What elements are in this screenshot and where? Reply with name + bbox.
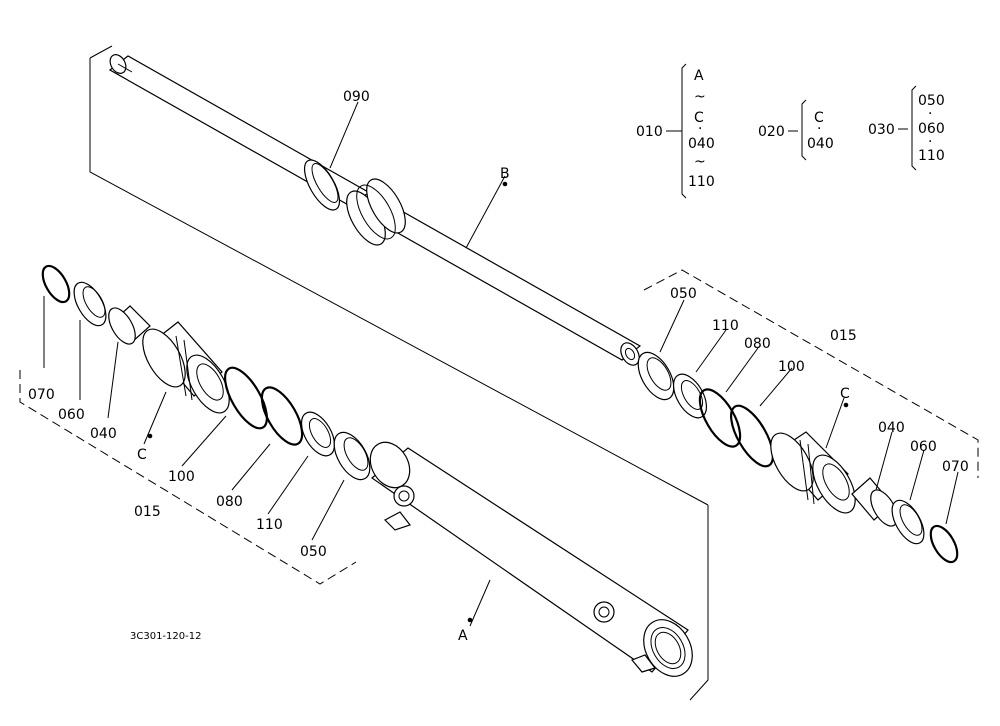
left-part-060-seal bbox=[73, 281, 107, 327]
label-left-110: 110 bbox=[256, 517, 283, 533]
left-part-c-gland bbox=[142, 321, 230, 414]
label-left-060: 060 bbox=[58, 407, 85, 423]
kit-group-020: 020 C · 040 bbox=[758, 99, 834, 161]
label-right-110: 110 bbox=[712, 318, 739, 334]
kit-010-item-4: · bbox=[698, 121, 702, 137]
left-part-050-seal bbox=[333, 431, 371, 481]
kit-020-item-2: · bbox=[817, 121, 821, 137]
kit-020-item-1: C bbox=[814, 110, 824, 126]
kit-010-code: 010 bbox=[636, 124, 663, 140]
label-a: A bbox=[458, 628, 468, 644]
kit-010-item-1: A bbox=[694, 68, 704, 84]
kit-030-item-2: · bbox=[928, 106, 932, 122]
left-part-040-bushing bbox=[108, 305, 151, 345]
label-right-050: 050 bbox=[670, 286, 697, 302]
label-left-015: 015 bbox=[134, 504, 161, 520]
left-part-080-backup-ring bbox=[260, 386, 304, 446]
kit-010-item-5: 040 bbox=[688, 136, 715, 152]
label-right-060: 060 bbox=[910, 439, 937, 455]
right-part-110-wiper bbox=[672, 373, 708, 419]
left-part-100-o-ring bbox=[224, 366, 268, 430]
label-right-100: 100 bbox=[778, 359, 805, 375]
label-right-080: 080 bbox=[744, 336, 771, 352]
kit-020-code: 020 bbox=[758, 124, 785, 140]
right-group-015-box bbox=[643, 269, 979, 478]
left-group-015-box bbox=[19, 370, 357, 585]
label-090: 090 bbox=[343, 89, 370, 105]
label-left-c: C bbox=[137, 447, 147, 463]
drawing-code: 3C301-120-12 bbox=[130, 631, 201, 642]
right-part-100-o-ring bbox=[730, 404, 774, 468]
kit-010-item-7: 110 bbox=[688, 174, 715, 190]
label-b: B bbox=[500, 166, 510, 182]
label-left-100: 100 bbox=[168, 469, 195, 485]
label-left-050: 050 bbox=[300, 544, 327, 560]
assembly-outline bbox=[89, 45, 709, 701]
kit-010-item-6: ~ bbox=[694, 154, 706, 170]
leader-dots bbox=[147, 181, 849, 623]
kit-010-item-2: ~ bbox=[694, 89, 706, 105]
kit-030-code: 030 bbox=[868, 122, 895, 138]
label-right-070: 070 bbox=[942, 459, 969, 475]
kit-010-item-3: C bbox=[694, 110, 704, 126]
right-part-060-seal bbox=[891, 499, 925, 545]
rod-ring-090 bbox=[303, 159, 341, 211]
kit-group-030: 030 050 · 060 · 110 bbox=[868, 85, 945, 171]
right-part-040-bushing bbox=[851, 477, 898, 527]
left-part-110-wiper bbox=[300, 411, 336, 457]
kit-030-item-1: 050 bbox=[918, 93, 945, 109]
label-left-040: 040 bbox=[90, 426, 117, 442]
right-part-070-snap-ring bbox=[929, 524, 959, 564]
label-left-080: 080 bbox=[216, 494, 243, 510]
piston-on-rod bbox=[346, 178, 406, 246]
kit-020-item-3: 040 bbox=[807, 136, 834, 152]
right-part-c-gland bbox=[770, 431, 856, 514]
label-right-015: 015 bbox=[830, 328, 857, 344]
label-right-040: 040 bbox=[878, 420, 905, 436]
kit-030-item-4: · bbox=[928, 134, 932, 150]
label-right-c: C bbox=[840, 386, 850, 402]
label-left-070: 070 bbox=[28, 387, 55, 403]
kit-group-010: 010 A ~ C · 040 ~ 110 bbox=[636, 63, 715, 199]
kit-030-item-3: 060 bbox=[918, 121, 945, 137]
kit-030-item-5: 110 bbox=[918, 148, 945, 164]
left-part-070-snap-ring bbox=[41, 264, 71, 304]
cylinder-tube-a bbox=[369, 441, 693, 677]
leader-lines bbox=[43, 101, 959, 627]
right-part-050-seal bbox=[637, 351, 675, 401]
